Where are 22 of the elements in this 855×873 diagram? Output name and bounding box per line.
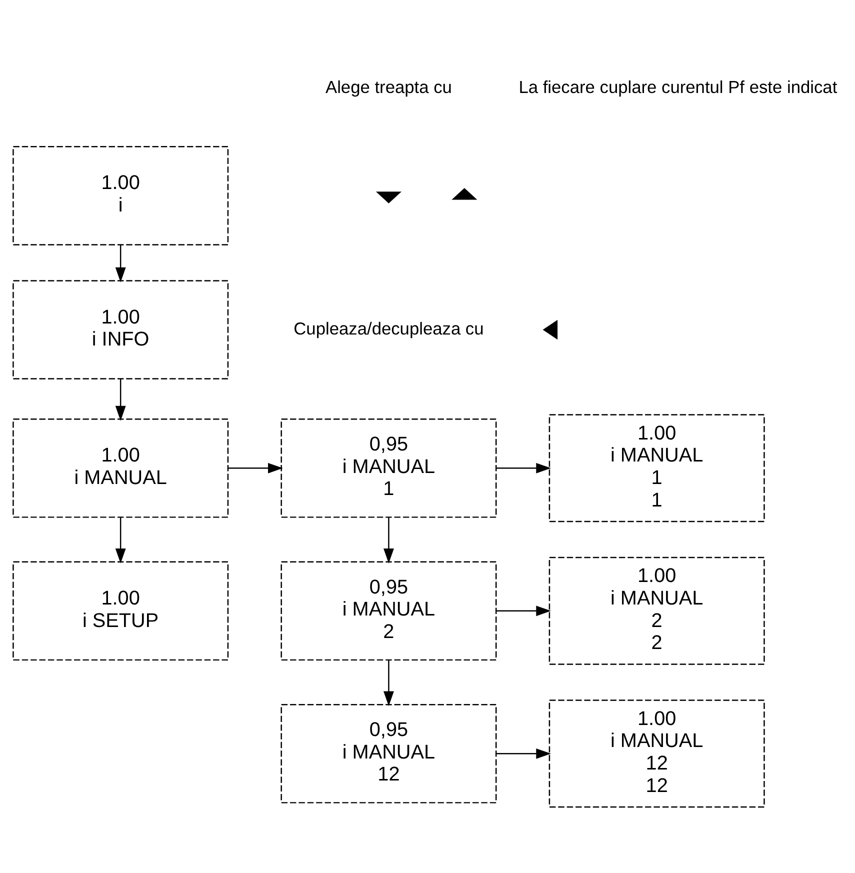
arrow: [384, 660, 394, 706]
arrow: [496, 748, 552, 759]
arrow: [496, 462, 552, 474]
label: Alege treapta cu: [325, 76, 452, 97]
node-box: 1.00 i: [12, 146, 229, 246]
node-box: 1.00 i INFO: [12, 280, 229, 380]
node-box: 0,95 i MANUAL 12: [280, 704, 497, 804]
node-box: 1.00 i MANUAL 1 1: [548, 414, 765, 522]
arrow: [384, 517, 394, 564]
arrow: [115, 517, 126, 564]
arrow: [115, 378, 126, 421]
label: Cupleaza/decupleaza cu: [294, 318, 484, 338]
node-box: 1.00 i MANUAL 12 12: [548, 700, 765, 808]
arrow: [115, 244, 126, 282]
label: La fiecare cuplare curentul Pf este indicat: [518, 76, 838, 97]
node-box: 0,95 i MANUAL 2: [280, 561, 497, 661]
node-box: 1.00 i MANUAL: [12, 418, 229, 518]
node-box: 1.00 i MANUAL 2 2: [548, 556, 765, 665]
node-box: 0,95 i MANUAL 1: [280, 418, 497, 518]
arrow: [496, 606, 552, 616]
node-box: 1.00 i SETUP: [12, 561, 229, 661]
arrow: [228, 462, 283, 474]
